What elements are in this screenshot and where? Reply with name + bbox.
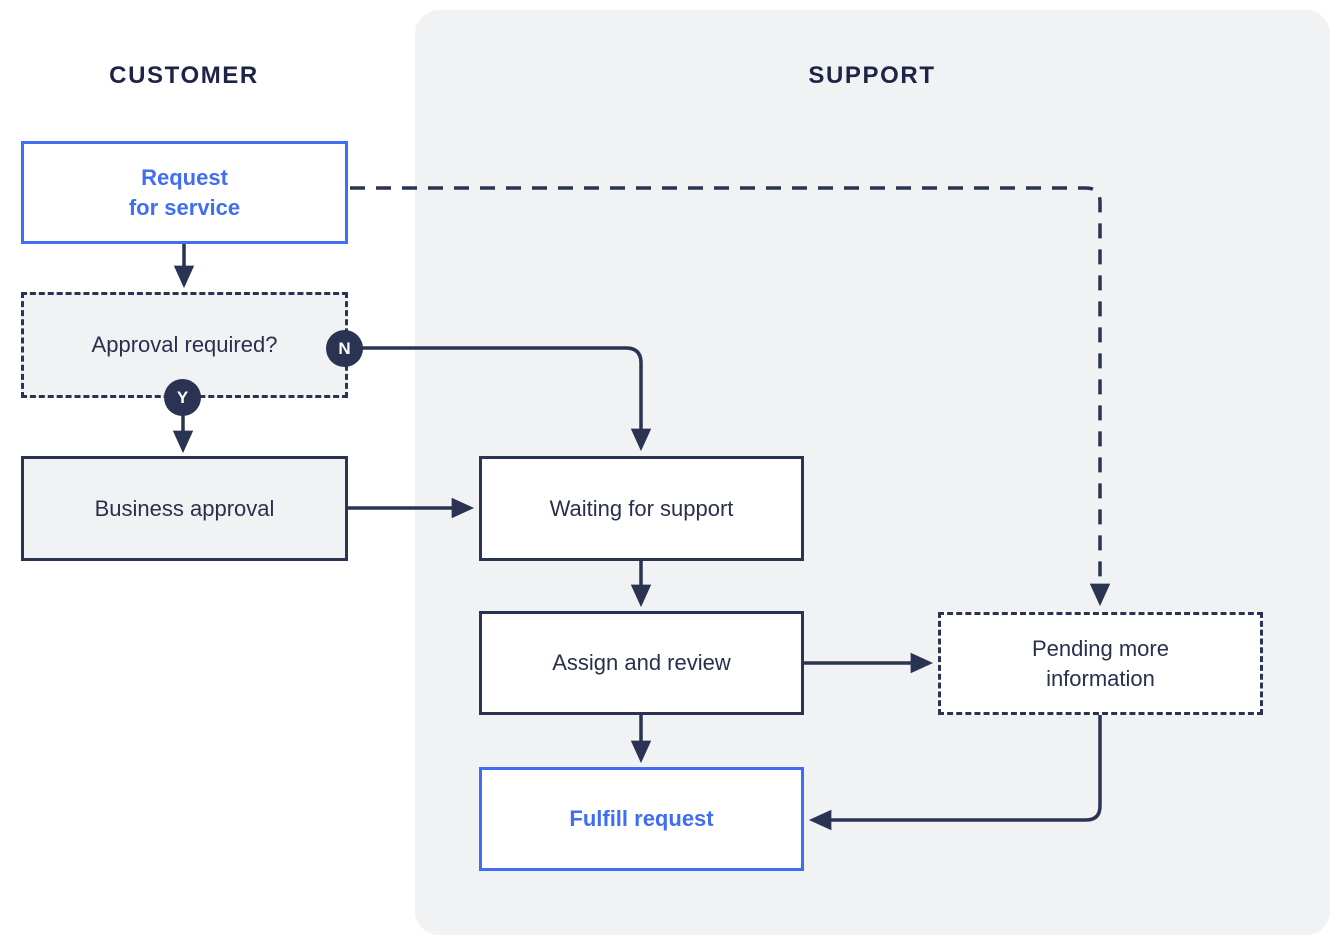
node-assign-and-review[interactable]: Assign and review: [479, 611, 804, 715]
node-business-label: Business approval: [94, 495, 275, 521]
node-approval-label: Approval required?: [91, 332, 278, 358]
decision-badge-yes: Y: [164, 379, 201, 416]
node-request-line-2: for service: [128, 194, 241, 220]
node-business-approval[interactable]: Business approval: [21, 456, 348, 561]
node-assign-label: Assign and review: [552, 650, 731, 676]
node-fulfill-label: Fulfill request: [569, 806, 714, 832]
node-request-line-1: Request: [141, 165, 228, 191]
node-waiting-for-support[interactable]: Waiting for support: [479, 456, 804, 561]
node-waiting-label: Waiting for support: [549, 495, 734, 521]
node-pending-line-1: Pending more: [1032, 636, 1169, 662]
lane-title-customer: CUSTOMER: [109, 62, 259, 89]
node-pending-line-2: information: [1046, 665, 1155, 691]
node-request-for-service[interactable]: Request for service: [21, 141, 348, 244]
lane-title-support: SUPPORT: [808, 62, 936, 89]
node-fulfill-request[interactable]: Fulfill request: [479, 767, 804, 871]
node-pending-more-information[interactable]: Pending more information: [938, 612, 1263, 715]
decision-badge-no: N: [326, 330, 363, 367]
